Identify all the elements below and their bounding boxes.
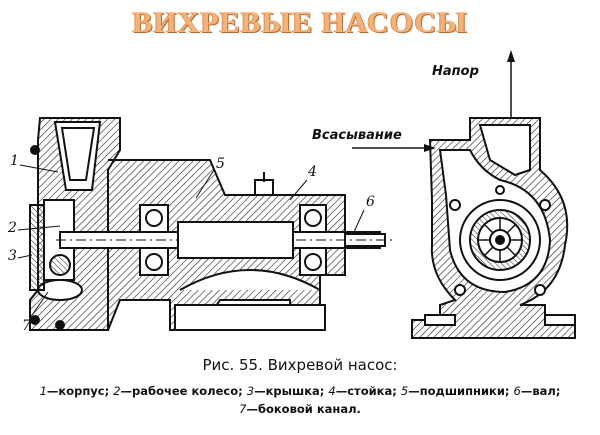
outlet-arrow bbox=[507, 50, 515, 62]
label-5: 5 bbox=[216, 156, 225, 172]
label-6: 6 bbox=[366, 194, 375, 210]
bearing-right bbox=[299, 204, 327, 276]
legend-line-2: 7—боковой канал. bbox=[0, 402, 600, 416]
label-7: 7 bbox=[22, 318, 31, 334]
legend-item: 7—боковой канал. bbox=[239, 402, 361, 416]
legend-item: 5—подшипники; bbox=[400, 384, 510, 398]
legend-line-1: 1—корпус; 2—рабочее колесо; 3—крышка; 4—… bbox=[0, 384, 600, 398]
outlet-label: Напор bbox=[432, 64, 479, 79]
label-4: 4 bbox=[308, 164, 317, 180]
pump-drawing bbox=[17, 50, 576, 339]
inlet-label: Всасывание bbox=[312, 128, 402, 143]
legend-item: 6—вал; bbox=[513, 384, 561, 398]
bearing-left bbox=[139, 204, 169, 276]
figure-caption: Рис. 55. Вихревой насос: bbox=[202, 356, 398, 374]
page-title: ВИХРЕВЫЕ НАСОСЫ bbox=[132, 6, 468, 39]
legend-item: 3—крышка; bbox=[246, 384, 325, 398]
legend-item: 4—стойка; bbox=[328, 384, 397, 398]
longitudinal-section bbox=[17, 117, 392, 331]
cross-section bbox=[352, 50, 576, 339]
label-2: 2 bbox=[8, 220, 17, 236]
label-3: 3 bbox=[8, 248, 17, 264]
legend-item: 2—рабочее колесо; bbox=[113, 384, 243, 398]
label-1: 1 bbox=[10, 153, 19, 169]
legend-item: 1—корпус; bbox=[39, 384, 110, 398]
